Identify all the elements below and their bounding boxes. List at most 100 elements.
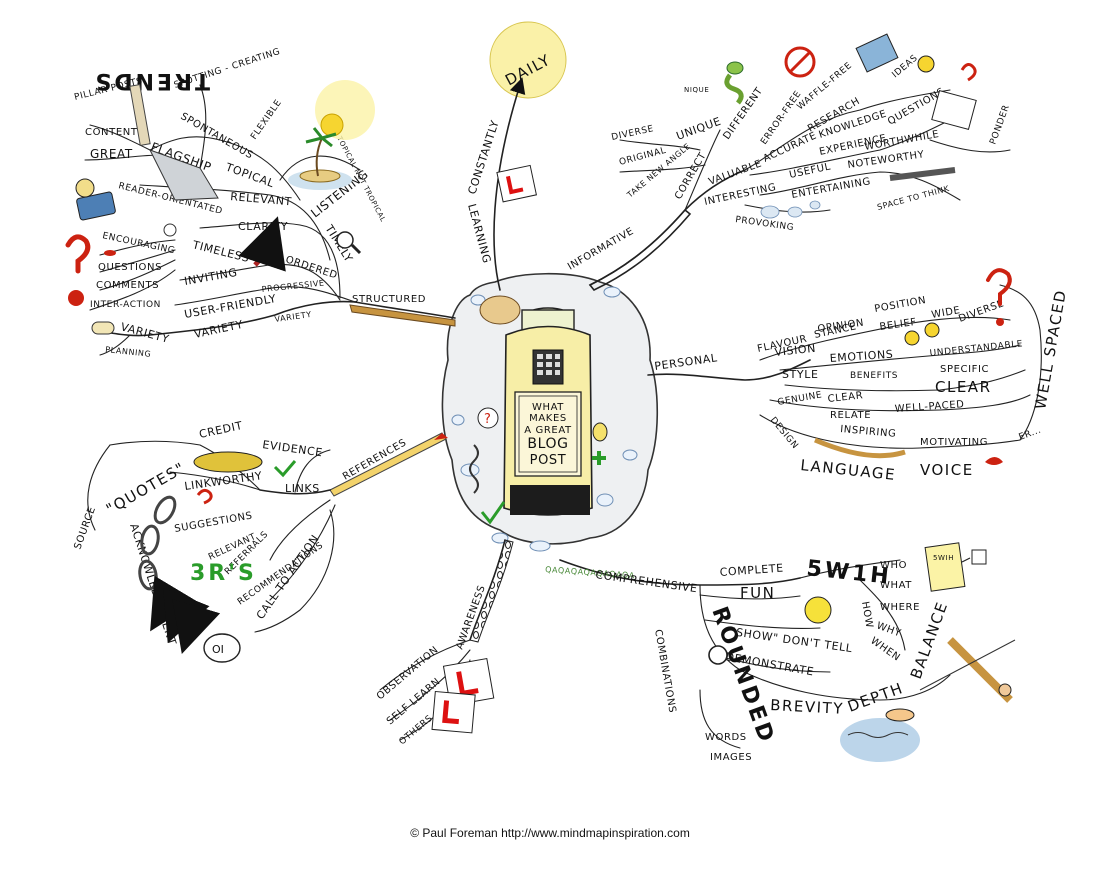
evidence-label: EVIDENCE (262, 438, 324, 459)
variety-label-2: VARIETY (193, 318, 244, 341)
thought-bubbles (760, 200, 821, 219)
relevant-label: RELEVANT (230, 190, 293, 208)
comprehensive-branch: QAQAQAQAQAQAQA COMPREHENSIVE COMPLETE 5W… (545, 542, 1016, 763)
central-cloud: WHAT MAKES A GREAT BLOG POST ? (441, 272, 659, 552)
variety-label-1: VARIETY (119, 320, 170, 345)
images-label: IMAGES (710, 752, 752, 763)
comments-label: COMMENTS (96, 280, 159, 291)
specific-label: SPECIFIC (940, 364, 989, 375)
notes-icon (931, 89, 977, 131)
constantly-label: CONSTANTLY (465, 118, 501, 196)
circle-icon (708, 645, 728, 665)
three-rs-label: 3R's (190, 561, 257, 586)
words-label: WORDS (705, 732, 747, 743)
fun-label: FUN (740, 584, 775, 602)
snake-icon (724, 61, 744, 105)
postbox-icon (503, 307, 593, 516)
voice-label: VOICE (920, 461, 974, 479)
worthwhile-label: WORTHWHILE (864, 129, 941, 153)
rrr-arrows-icon (150, 575, 221, 654)
acknowledgement-label: ACKNOWLEDGEMENT (127, 522, 179, 647)
position-label: POSITION (874, 295, 928, 315)
brush-icon (814, 437, 906, 459)
why-label: WHY (875, 620, 903, 639)
er-label: ER... (1018, 425, 1043, 442)
learner-plate-icon (496, 164, 537, 203)
center-line-1: WHAT (532, 402, 564, 413)
brain-icon (479, 295, 521, 325)
questions-label: QUESTIONS (98, 262, 162, 273)
what-label: WHAT (880, 580, 912, 591)
vision-label: VISION (774, 342, 817, 359)
awareness-branch: AWARENESS OBSERVATION SELF LEARN OTHERS (375, 539, 514, 748)
happy-face-icon (924, 322, 940, 338)
personal-branch: PERSONAL FLAVOUR STANCE POSITION OPINION… (647, 268, 1070, 484)
question-icon-r (986, 268, 1012, 306)
diverse-label: DIVERSE (611, 124, 655, 143)
valuable-label: VALUABLE (707, 158, 763, 187)
relate-label: RELATE (830, 410, 871, 421)
red-arrow-icon (238, 216, 286, 272)
lips-icon-r (985, 457, 1003, 465)
water-fish-icon (840, 708, 920, 762)
how-label: HOW (859, 601, 875, 630)
personal-label: PERSONAL (654, 351, 719, 373)
references-branch: REFERENCES "QUOTES" SOURCE CREDIT EVIDEN… (72, 419, 448, 663)
plus-icon (592, 451, 606, 465)
call-to-action-label: CALL TO ACTION (254, 532, 322, 621)
structured-branch: STRUCTURED PILLAR POSTS SPOTTING - CREAT… (65, 47, 456, 359)
topical-label: TOPICAL (223, 160, 276, 190)
provoking-label: PROVOKING (735, 215, 795, 233)
svg-text:?: ? (484, 412, 491, 427)
noteworthy-label: NOTEWORTHY (847, 149, 926, 171)
design-label: DESIGN (768, 416, 800, 452)
quotes-label: "QUOTES" (103, 459, 189, 519)
space-to-think-label: SPACE TO THINK (876, 184, 950, 212)
5w1h-card-icon (924, 542, 987, 592)
balance-figure-icon (919, 637, 1016, 703)
brevity-label: BREVITY (770, 696, 845, 718)
eye-icon (917, 55, 935, 73)
palm-island-icon (288, 80, 375, 190)
linkworthy-label: LINKWORTHY (184, 469, 264, 493)
center-line-3: A GREAT (524, 425, 572, 436)
inspiring-label: INSPIRING (840, 424, 897, 440)
timeless-label: TIMELESS (190, 238, 251, 265)
who-label: WHO (880, 560, 907, 571)
no-waffle-icon (784, 46, 816, 78)
learner-plate-icon-bottom (431, 658, 495, 734)
lightbulb-icon (592, 422, 608, 442)
benefits-label: BENEFITS (850, 371, 898, 381)
suggestions-label: SUGGESTIONS (174, 510, 254, 535)
wide-label: WIDE (931, 305, 962, 321)
complete-label: COMPLETE (719, 562, 784, 579)
question-icon-bl (196, 488, 213, 505)
ponder-label: PONDER (988, 103, 1012, 146)
well-spaced-label: WELL SPACED (1031, 288, 1070, 411)
user-friendly-label: USER-FRIENDLY (183, 292, 277, 321)
motivating-label: MOTIVATING (920, 437, 988, 448)
language-label: LANGUAGE (800, 456, 897, 484)
center-line-2: MAKES (529, 413, 567, 424)
speech-bubble-icon: OI (203, 633, 241, 663)
lips-icon (104, 250, 116, 256)
inviting-label: INVITING (183, 266, 238, 288)
center-line-5: POST (530, 453, 567, 468)
smiley-icon (804, 596, 832, 624)
sun-icon (489, 21, 567, 99)
great-label: GREAT (90, 147, 133, 161)
combinations-label: COMBINATIONS (652, 629, 678, 714)
copyright-footer: © Paul Foreman http://www.mindmapinspira… (410, 826, 690, 840)
check-icon (480, 501, 506, 525)
inter-action-label: INTER-ACTION (90, 300, 161, 310)
links-label: LINKS (285, 482, 320, 495)
emotions-label: EMOTIONS (829, 348, 893, 365)
informative-branch: INFORMATIVE DIVERSE ORIGINAL UNIQUE NIQU… (566, 33, 1012, 291)
book-icon (855, 33, 899, 73)
clarity-label: CLARITY (238, 220, 288, 233)
pencil-icon (889, 167, 956, 181)
eyes-icon (163, 223, 177, 237)
others-label: OTHERS (398, 714, 436, 748)
nique-label: NIQUE (684, 86, 709, 94)
chain-icon (469, 444, 479, 494)
